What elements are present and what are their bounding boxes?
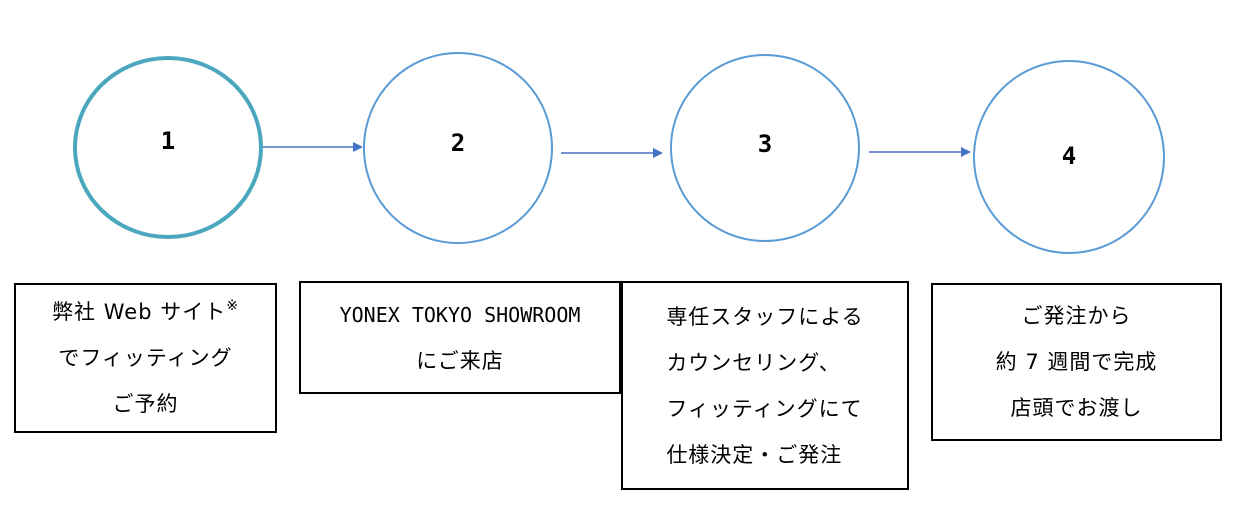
step-3-line-4: 仕様決定・ご発注 [666, 442, 843, 467]
step-3-description-box: 専任スタッフによる カウンセリング、 フィッティングにて 仕様決定・ご発注 [621, 281, 909, 490]
step-4-number: 4 [1061, 142, 1077, 170]
step-3-number: 3 [757, 130, 773, 158]
step-1-circle: 1 [73, 56, 263, 239]
step-4-circle: 4 [973, 60, 1165, 254]
step-3-description: 専任スタッフによる カウンセリング、 フィッティングにて 仕様決定・ご発注 [666, 294, 863, 478]
step-4-line-1: ご発注から [1021, 304, 1132, 328]
step-2-circle: 2 [363, 52, 553, 244]
step-3-line-2: カウンセリング、 [666, 350, 841, 375]
step-1-line-2: でフィッティング [58, 346, 233, 370]
step-1-description-box: 弊社 Web サイト※ でフィッティング ご予約 [14, 283, 277, 433]
step-3-circle: 3 [670, 54, 860, 242]
step-3-line-1: 専任スタッフによる [666, 304, 864, 329]
step-1-description: 弊社 Web サイト※ でフィッティング ご予約 [52, 289, 239, 427]
step-1-line-1: 弊社 Web サイト※ [52, 298, 239, 324]
step-4-line-3: 店頭でお渡し [1010, 396, 1143, 420]
step-4-description-box: ご発注から 約 7 週間で完成 店頭でお渡し [931, 283, 1222, 441]
step-1-number: 1 [160, 126, 176, 155]
step-3-line-3: フィッティングにて [666, 396, 863, 421]
step-2-line-2: にご来店 [416, 348, 504, 373]
step-2-line-1: YONEX TOKYO SHOWROOM [339, 302, 581, 327]
step-4-line-2: 約 7 週間で完成 [995, 350, 1158, 374]
step-2-description: YONEX TOKYO SHOWROOM にご来店 [340, 292, 581, 384]
step-1-line-3: ご予約 [112, 392, 179, 416]
step-2-number: 2 [450, 129, 466, 157]
step-2-description-box: YONEX TOKYO SHOWROOM にご来店 [299, 281, 621, 394]
footnote-mark: ※ [226, 298, 239, 314]
step-4-description: ご発注から 約 7 週間で完成 店頭でお渡し [996, 293, 1158, 431]
